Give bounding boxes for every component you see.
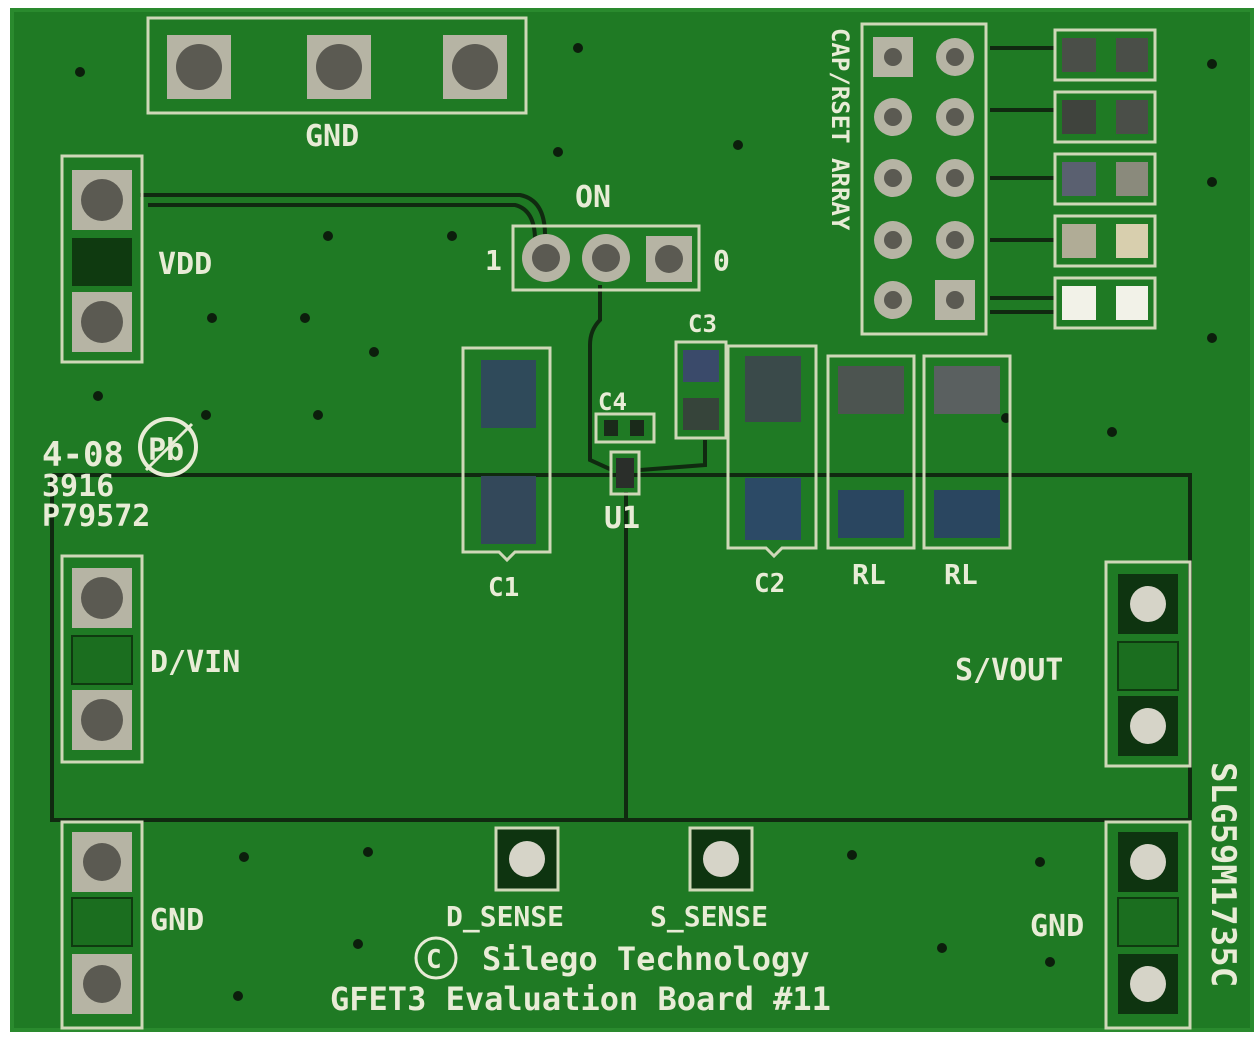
rl-resistor-2: RL <box>922 354 1012 591</box>
switch-pin-3[interactable] <box>646 236 692 282</box>
s-sense-testpoint: S_SENSE <box>650 826 768 933</box>
rl-resistor-1: RL <box>826 354 916 591</box>
array-smd-pads <box>1053 28 1157 330</box>
c2-label: C2 <box>754 569 785 599</box>
c1-component: C1 <box>461 346 552 603</box>
c3-label: C3 <box>688 310 717 338</box>
d-vin-pad-2[interactable] <box>72 690 132 750</box>
trace-network <box>50 46 1192 822</box>
vdd-pad-1[interactable] <box>72 170 132 230</box>
company-name: Silego Technology <box>482 940 810 978</box>
d-vin-label: D/VIN <box>150 645 240 680</box>
lot-code-2: P79572 <box>42 499 150 534</box>
switch-pin-1[interactable] <box>522 234 570 282</box>
via-dots <box>75 43 1217 1001</box>
gnd-br-pad-1[interactable] <box>1118 832 1178 892</box>
d-sense-label: D_SENSE <box>446 900 564 933</box>
u1-chip: U1 <box>604 450 641 536</box>
gnd-br-pad-2[interactable] <box>1118 954 1178 1014</box>
d-vin-connector: D/VIN <box>60 554 240 764</box>
vdd-pad-2[interactable] <box>72 292 132 352</box>
on-label: ON <box>575 180 611 215</box>
s-vout-label: S/VOUT <box>955 653 1063 688</box>
gnd-bl-pad-1[interactable] <box>72 832 132 892</box>
date-code: 4-08 <box>42 435 124 475</box>
cap-rset-array: CAP/RSET ARRAY <box>826 22 1157 336</box>
gnd-top-pad-3[interactable] <box>443 35 507 99</box>
c4-component: C4 <box>594 388 656 444</box>
gnd-top-pad-2[interactable] <box>307 35 371 99</box>
pb-free-icon <box>138 417 198 477</box>
board-name: GFET3 Evaluation Board #11 <box>330 980 831 1018</box>
s-sense-label: S_SENSE <box>650 900 768 933</box>
on-switch-header: ON 1 0 <box>485 180 730 292</box>
vdd-label: VDD <box>158 247 212 282</box>
c3-component: C3 <box>674 310 728 440</box>
board-footer: © Silego Technology GFET3 Evaluation Boa… <box>330 936 831 1018</box>
s-vout-connector: S/VOUT <box>955 560 1192 768</box>
d-vin-pad-1[interactable] <box>72 568 132 628</box>
c1-label: C1 <box>488 573 519 603</box>
s-vout-pad-1[interactable] <box>1118 574 1178 634</box>
gnd-top-pad-1[interactable] <box>167 35 231 99</box>
lot-code-1: 3916 <box>42 469 114 504</box>
gnd-bottom-right-label: GND <box>1030 909 1084 944</box>
s-sense-pad[interactable] <box>688 826 754 892</box>
lot-markings: 4-08 Pb 3916 P79572 <box>42 417 198 534</box>
copyright-icon <box>414 936 458 980</box>
rl-2-label: RL <box>944 558 978 591</box>
gnd-bottom-right-connector: GND <box>1030 820 1192 1030</box>
gnd-bl-pad-2[interactable] <box>72 954 132 1014</box>
d-sense-pad[interactable] <box>494 826 560 892</box>
gnd-bottom-left-connector: GND <box>60 820 204 1030</box>
copyright-c: C <box>426 945 442 975</box>
cap-rset-array-label: CAP/RSET ARRAY <box>826 28 854 231</box>
u1-label: U1 <box>604 501 640 536</box>
vdd-connector: VDD <box>60 154 212 364</box>
gnd-top-label: GND <box>305 119 359 154</box>
c4-label: C4 <box>598 388 627 416</box>
s-vout-pad-2[interactable] <box>1118 696 1178 756</box>
d-sense-testpoint: D_SENSE <box>446 826 564 933</box>
switch-0-label: 0 <box>713 244 730 277</box>
gnd-bottom-left-label: GND <box>150 903 204 938</box>
switch-1-label: 1 <box>485 244 502 277</box>
c2-component: C2 <box>726 344 818 599</box>
gnd-top-header: GND <box>146 16 528 154</box>
part-number: SLG59M1735C <box>1203 762 1243 987</box>
rl-1-label: RL <box>852 558 886 591</box>
switch-pin-2[interactable] <box>582 234 630 282</box>
